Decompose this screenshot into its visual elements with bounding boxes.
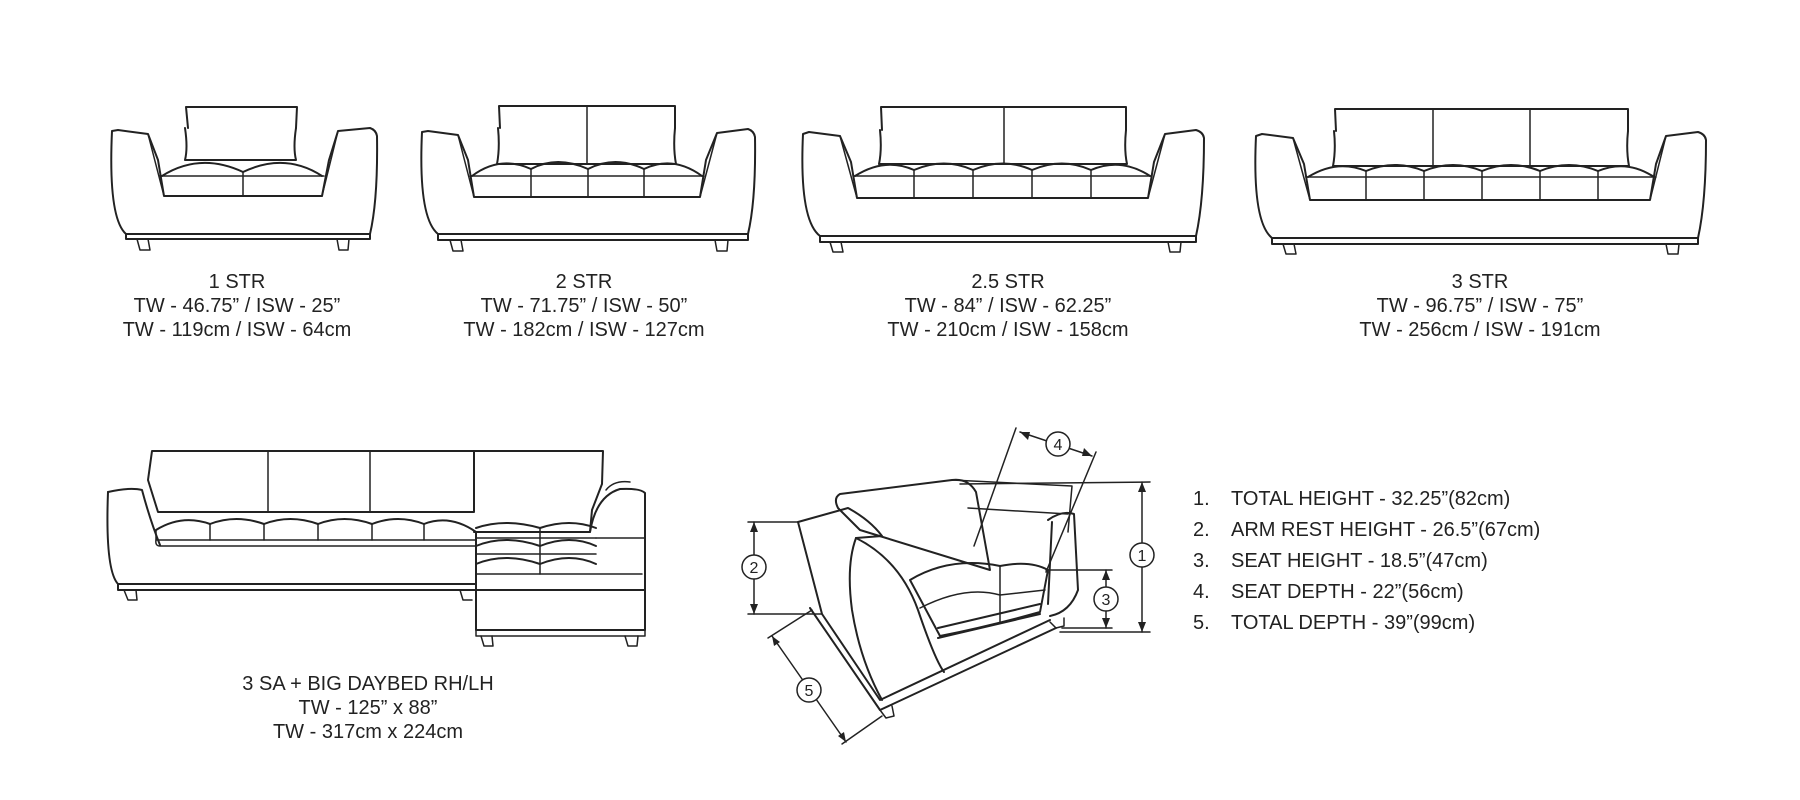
caption-1-str: 1 STR TW - 46.75” / ISW - 25” TW - 119cm… bbox=[77, 270, 397, 342]
dimension-marker-5: 5 bbox=[796, 677, 822, 703]
sofa-3-str-drawing bbox=[1254, 108, 1707, 255]
legend-item-total-depth: 5. TOTAL DEPTH - 39”(99cm) bbox=[1193, 608, 1540, 639]
caption-3-str-metric: TW - 256cm / ISW - 191cm bbox=[1359, 319, 1601, 341]
legend-item-label: ARM REST HEIGHT - 26.5”(67cm) bbox=[1231, 519, 1541, 541]
dimension-marker-2: 2 bbox=[741, 554, 767, 580]
legend-item-label: TOTAL DEPTH - 39”(99cm) bbox=[1231, 612, 1476, 634]
legend-item-seat-height: 3. SEAT HEIGHT - 18.5”(47cm) bbox=[1193, 546, 1540, 577]
legend-item-number: 2. bbox=[1193, 519, 1210, 541]
caption-2-5-str-imperial: TW - 84” / ISW - 62.25” bbox=[904, 295, 1112, 317]
caption-1-str-metric: TW - 119cm / ISW - 64cm bbox=[122, 319, 352, 341]
caption-1-str-imperial: TW - 46.75” / ISW - 25” bbox=[133, 295, 341, 317]
caption-2-str-imperial: TW - 71.75” / ISW - 50” bbox=[480, 295, 688, 317]
dimension-marker-5-label: 5 bbox=[805, 683, 814, 700]
caption-2-str: 2 STR TW - 71.75” / ISW - 50” TW - 182cm… bbox=[424, 270, 744, 342]
legend-item-label: SEAT HEIGHT - 18.5”(47cm) bbox=[1231, 550, 1488, 572]
legend-item-arm-rest-height: 2. ARM REST HEIGHT - 26.5”(67cm) bbox=[1193, 515, 1540, 546]
sofa-perspective-drawing: 1 2 3 bbox=[741, 427, 1155, 745]
caption-3-str-imperial: TW - 96.75” / ISW - 75” bbox=[1376, 295, 1584, 317]
dimension-marker-3: 3 bbox=[1093, 586, 1119, 612]
caption-2-5-str-name: 2.5 STR bbox=[971, 271, 1045, 293]
caption-daybed-imperial: TW - 125” x 88” bbox=[298, 697, 438, 719]
caption-2-str-name: 2 STR bbox=[555, 271, 613, 293]
dimension-4-seat-depth-line bbox=[973, 427, 1097, 573]
dimension-marker-1: 1 bbox=[1129, 542, 1155, 568]
caption-3-str-name: 3 STR bbox=[1451, 271, 1509, 293]
sofa-1-str-drawing bbox=[110, 106, 379, 251]
legend-item-number: 5. bbox=[1193, 612, 1210, 634]
caption-daybed: 3 SA + BIG DAYBED RH/LH TW - 125” x 88” … bbox=[208, 672, 528, 744]
caption-1-str-name: 1 STR bbox=[208, 271, 266, 293]
legend-item-total-height: 1. TOTAL HEIGHT - 32.25”(82cm) bbox=[1193, 484, 1540, 515]
caption-2-5-str-metric: TW - 210cm / ISW - 158cm bbox=[887, 319, 1129, 341]
dimension-marker-4: 4 bbox=[1045, 431, 1071, 457]
caption-3-str: 3 STR TW - 96.75” / ISW - 75” TW - 256cm… bbox=[1320, 270, 1640, 342]
legend-item-seat-depth: 4. SEAT DEPTH - 22”(56cm) bbox=[1193, 577, 1540, 608]
legend-item-label: TOTAL HEIGHT - 32.25”(82cm) bbox=[1231, 488, 1511, 510]
legend-item-label: SEAT DEPTH - 22”(56cm) bbox=[1231, 581, 1464, 603]
legend-item-number: 4. bbox=[1193, 581, 1210, 603]
sofa-2-str-drawing bbox=[420, 105, 757, 252]
dimension-legend: 1. TOTAL HEIGHT - 32.25”(82cm) 2. ARM REST… bbox=[1193, 484, 1540, 639]
sofa-daybed-drawing bbox=[106, 450, 646, 647]
caption-2-5-str: 2.5 STR TW - 84” / ISW - 62.25” TW - 210… bbox=[848, 270, 1168, 342]
caption-2-str-metric: TW - 182cm / ISW - 127cm bbox=[463, 319, 705, 341]
dimension-marker-2-label: 2 bbox=[750, 560, 759, 577]
sofa-2-5-str-drawing bbox=[801, 106, 1205, 253]
dimension-marker-3-label: 3 bbox=[1102, 592, 1111, 609]
caption-daybed-name: 3 SA + BIG DAYBED RH/LH bbox=[242, 673, 494, 695]
legend-item-number: 3. bbox=[1193, 550, 1210, 572]
caption-daybed-metric: TW - 317cm x 224cm bbox=[272, 721, 464, 743]
legend-item-number: 1. bbox=[1193, 488, 1210, 510]
dimension-marker-4-label: 4 bbox=[1054, 437, 1063, 454]
dimension-marker-1-label: 1 bbox=[1138, 548, 1147, 565]
